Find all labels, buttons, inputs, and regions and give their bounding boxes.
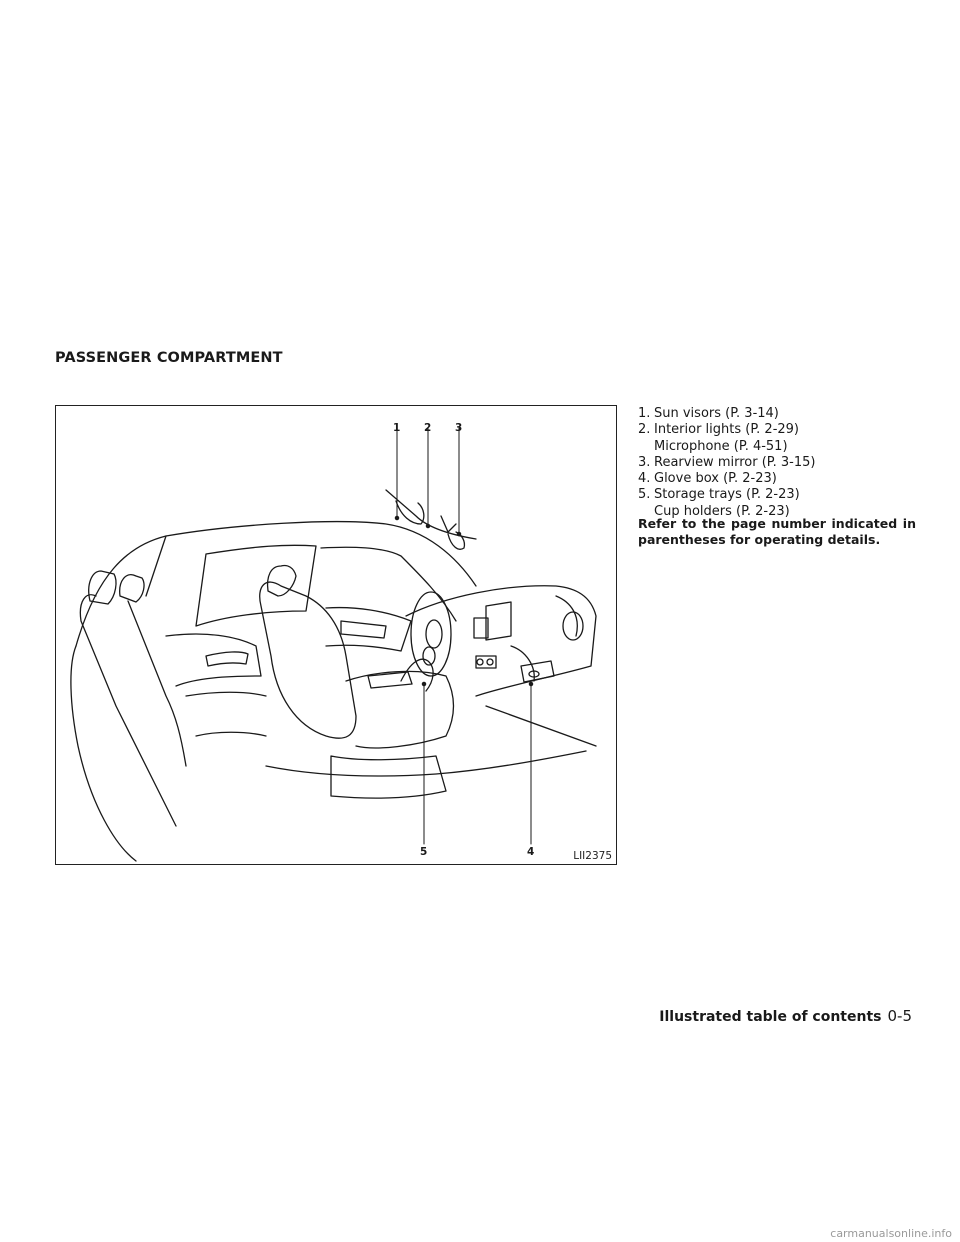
callout-3: 3 (455, 422, 463, 434)
legend-text-continued: Cup holders (P. 2-23) (654, 503, 790, 519)
callout-5: 5 (420, 846, 428, 858)
callout-1: 1 (393, 422, 401, 434)
callout-4: 4 (527, 846, 535, 858)
watermark: carmanualsonline.info (830, 1227, 952, 1240)
legend-text: Glove box (P. 2-23) (654, 471, 777, 487)
figure-code: LII2375 (573, 850, 612, 862)
footer-title: Illustrated table of contents (659, 1009, 882, 1025)
legend-number: 5. (638, 487, 651, 503)
legend-text-continued: Microphone (P. 4-51) (654, 438, 788, 454)
legend-item-3: 3. Rearview mirror (P. 3-15) (638, 455, 928, 471)
legend-number: 2. (638, 422, 651, 438)
section-title: PASSENGER COMPARTMENT (55, 350, 283, 366)
legend-item-4: 4. Glove box (P. 2-23) (638, 471, 928, 487)
interior-illustration: 1 2 3 4 5 LII2375 (55, 405, 617, 865)
operating-note: Refer to the page number indicated in pa… (638, 516, 916, 547)
legend-text: Storage trays (P. 2-23) (654, 487, 800, 503)
callout-2: 2 (424, 422, 432, 434)
legend-item-2: 2. Interior lights (P. 2-29) (638, 422, 928, 438)
legend-list: 1. Sun visors (P. 3-14) 2. Interior ligh… (638, 406, 928, 520)
legend-text: Rearview mirror (P. 3-15) (654, 454, 816, 470)
legend-text: Interior lights (P. 2-29) (654, 422, 799, 438)
legend-number: 3. (638, 454, 651, 470)
legend-number: 4. (638, 471, 651, 487)
legend-text: Sun visors (P. 3-14) (654, 406, 779, 421)
passenger-compartment-drawing (70, 427, 597, 862)
legend-item-1: 1. Sun visors (P. 3-14) (638, 406, 928, 422)
page-number: 0-5 (887, 1007, 913, 1025)
legend-item-5: 5. Storage trays (P. 2-23) (638, 487, 928, 503)
page-footer: Illustrated table of contents 0-5 (659, 1007, 912, 1025)
legend-number: 1. (638, 406, 651, 421)
